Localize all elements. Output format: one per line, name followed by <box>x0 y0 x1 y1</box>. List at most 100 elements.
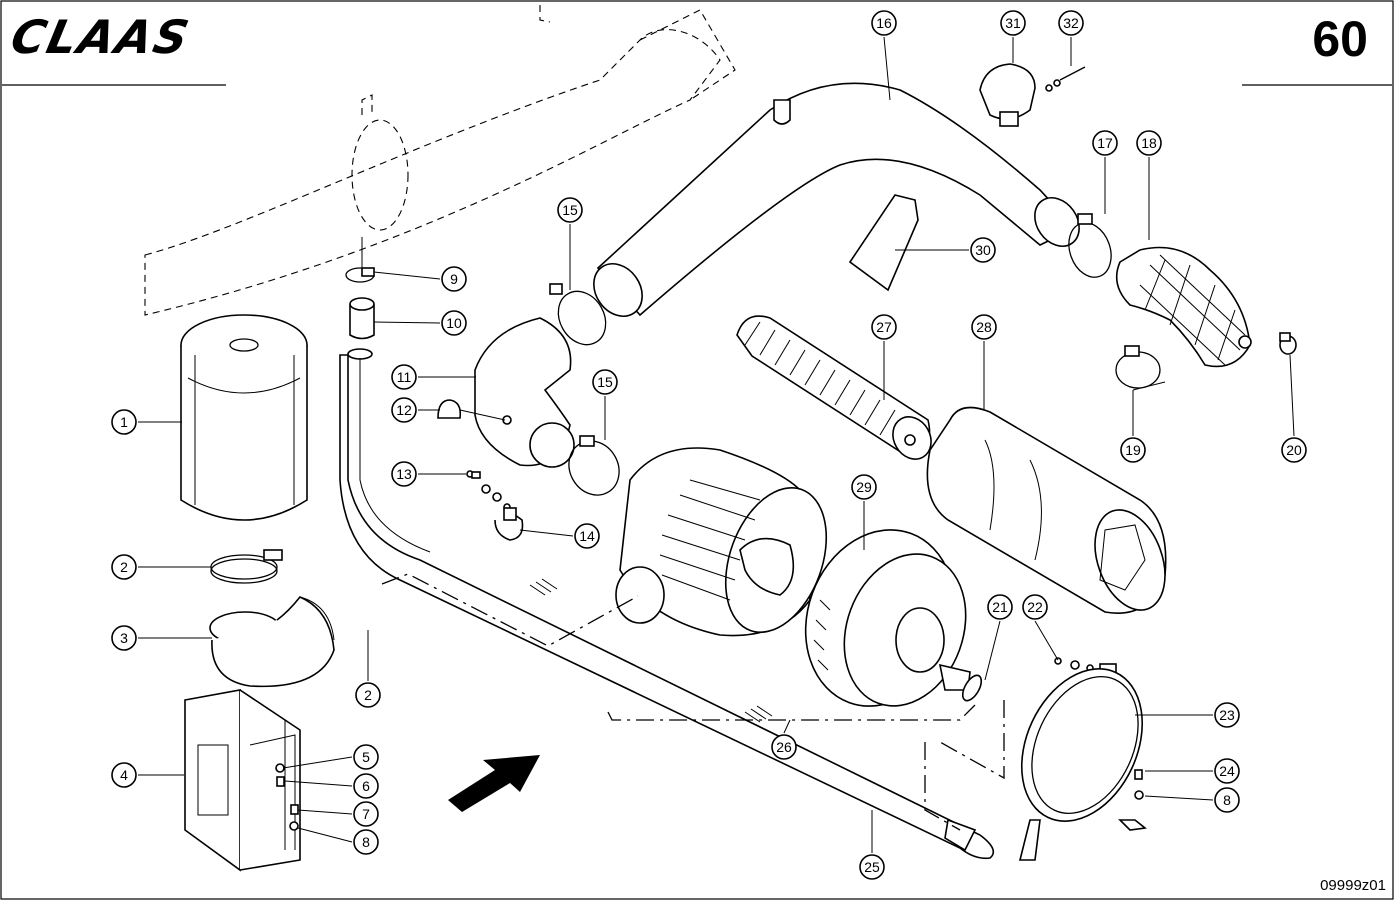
housing-cover-29 <box>804 529 971 707</box>
callout-22: 22 <box>1022 594 1048 620</box>
gasket-21 <box>961 674 983 702</box>
svg-text:9: 9 <box>450 271 458 287</box>
clamp-20 <box>1279 332 1297 355</box>
engine-intake-outline <box>144 5 736 316</box>
callout-24: 24 <box>1214 758 1240 784</box>
callout-17: 17 <box>1092 130 1118 156</box>
callout-27: 27 <box>871 314 897 340</box>
svg-text:25: 25 <box>864 859 880 875</box>
callout-2-right: 2 <box>355 682 381 708</box>
svg-text:31: 31 <box>1005 15 1021 31</box>
mounting-bracket <box>184 689 301 872</box>
svg-text:12: 12 <box>396 402 412 418</box>
svg-text:16: 16 <box>876 15 892 31</box>
callout-13: 13 <box>391 461 417 487</box>
svg-text:32: 32 <box>1063 15 1079 31</box>
svg-text:19: 19 <box>1125 442 1141 458</box>
svg-text:27: 27 <box>876 319 892 335</box>
svg-text:15: 15 <box>597 374 613 390</box>
clamp-17 <box>1068 213 1112 278</box>
svg-text:2: 2 <box>120 559 128 575</box>
drawing-id: 09999z01 <box>1320 877 1386 894</box>
svg-text:1: 1 <box>120 414 128 430</box>
callout-7: 7 <box>353 801 379 827</box>
svg-text:17: 17 <box>1097 135 1113 151</box>
callout-29: 29 <box>851 474 877 500</box>
strap-band-23 <box>1018 668 1147 861</box>
svg-text:14: 14 <box>579 528 595 544</box>
hose-clamp-lower <box>210 549 283 584</box>
callout-23: 23 <box>1214 702 1240 728</box>
svg-text:21: 21 <box>992 599 1008 615</box>
cap-12 <box>437 399 462 419</box>
svg-text:6: 6 <box>362 778 370 794</box>
clamp-19 <box>1115 345 1161 389</box>
svg-text:8: 8 <box>1223 792 1231 808</box>
svg-text:8: 8 <box>362 834 370 850</box>
band-clamp-31 <box>979 63 1036 127</box>
leader-lines <box>138 36 1295 853</box>
svg-text:2: 2 <box>364 687 372 703</box>
callout-5: 5 <box>353 744 379 770</box>
svg-text:30: 30 <box>975 242 991 258</box>
intake-hose-16 <box>593 82 1080 317</box>
callout-14: 14 <box>574 523 600 549</box>
callout-18: 18 <box>1136 130 1162 156</box>
svg-text:4: 4 <box>120 767 128 783</box>
svg-text:29: 29 <box>856 479 872 495</box>
callout-11: 11 <box>391 364 417 390</box>
callout-26: 26 <box>771 734 797 760</box>
svg-text:5: 5 <box>362 749 370 765</box>
callout-28: 28 <box>971 314 997 340</box>
callout-4: 4 <box>111 762 137 788</box>
bolt-24 <box>1134 769 1144 800</box>
mesh-hose-18 <box>1115 246 1252 368</box>
svg-text:3: 3 <box>120 630 128 646</box>
baffle-30 <box>848 194 919 292</box>
callout-21: 21 <box>987 594 1013 620</box>
callout-15-upper: 15 <box>557 197 583 223</box>
svg-text:23: 23 <box>1219 707 1235 723</box>
safety-filter-27 <box>736 315 932 460</box>
callout-32: 32 <box>1058 10 1084 36</box>
svg-text:22: 22 <box>1027 599 1043 615</box>
callout-9: 9 <box>441 266 467 292</box>
clamp-9 <box>345 237 375 283</box>
clip-14 <box>494 507 524 541</box>
assembly-guides <box>381 573 1005 831</box>
svg-text:20: 20 <box>1286 442 1302 458</box>
hose-clamp-15-upper <box>549 283 607 346</box>
callout-16: 16 <box>871 10 897 36</box>
bolt-32 <box>1045 66 1086 92</box>
main-filter-28 <box>926 406 1167 614</box>
pre-cleaner-cap <box>180 314 308 521</box>
callout-30: 30 <box>970 237 996 263</box>
callout-15-lower: 15 <box>592 369 618 395</box>
bolt-washers-13 <box>466 470 511 511</box>
callout-10: 10 <box>441 310 467 336</box>
svg-text:24: 24 <box>1219 763 1235 779</box>
svg-text:18: 18 <box>1141 135 1157 151</box>
svg-text:10: 10 <box>446 315 462 331</box>
hose-clamp-15-lower <box>568 435 620 496</box>
svg-text:15: 15 <box>562 202 578 218</box>
callout-8-right: 8 <box>1214 787 1240 813</box>
hose-connector-10 <box>349 297 375 340</box>
callout-19: 19 <box>1120 437 1146 463</box>
callout-8: 8 <box>353 829 379 855</box>
air-cleaner-housing <box>615 447 828 637</box>
callout-12: 12 <box>391 397 417 423</box>
callout-2: 2 <box>111 554 137 580</box>
rubber-elbow <box>209 596 335 688</box>
elbow-11 <box>474 317 575 468</box>
callout-31: 31 <box>1000 10 1026 36</box>
callout-3: 3 <box>111 625 137 651</box>
callout-6: 6 <box>353 773 379 799</box>
suction-pipe <box>339 348 995 860</box>
svg-text:11: 11 <box>397 369 412 385</box>
arrow-icon <box>448 755 540 812</box>
svg-text:7: 7 <box>362 806 370 822</box>
svg-text:28: 28 <box>976 319 992 335</box>
svg-text:26: 26 <box>776 739 792 755</box>
